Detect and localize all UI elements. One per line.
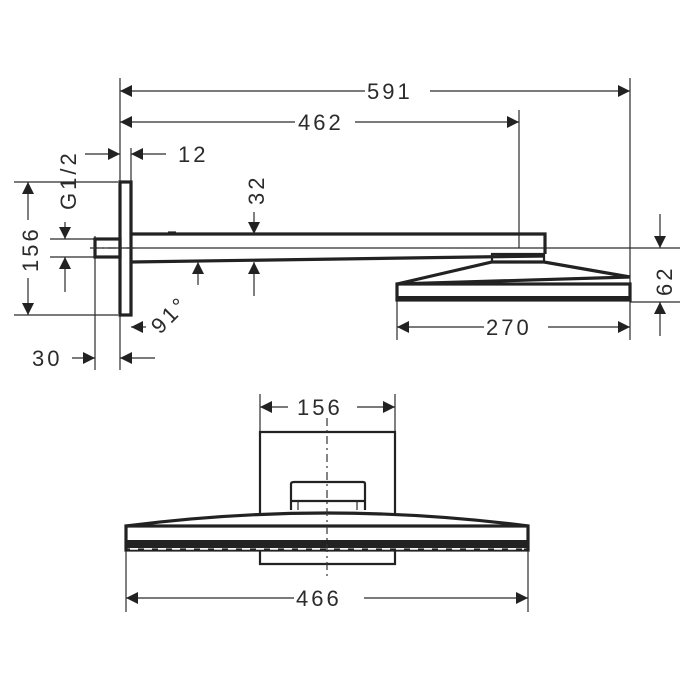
dim-91-angle: 91° xyxy=(146,291,194,339)
dim-32: 32 xyxy=(244,175,269,205)
dim-466: 466 xyxy=(296,586,342,611)
side-view: 591 462 12 G1/2 156 32 91° 62 270 xyxy=(14,78,680,371)
dim-156-side: 156 xyxy=(18,226,43,272)
dim-156-front: 156 xyxy=(297,395,343,420)
dim-591: 591 xyxy=(367,79,413,104)
dim-30: 30 xyxy=(32,346,62,371)
dim-g12: G1/2 xyxy=(56,150,81,210)
dim-12: 12 xyxy=(178,142,208,167)
dim-462: 462 xyxy=(298,110,344,135)
front-view: 156 466 xyxy=(124,394,530,612)
dim-62: 62 xyxy=(652,266,677,296)
dim-270: 270 xyxy=(486,315,532,340)
